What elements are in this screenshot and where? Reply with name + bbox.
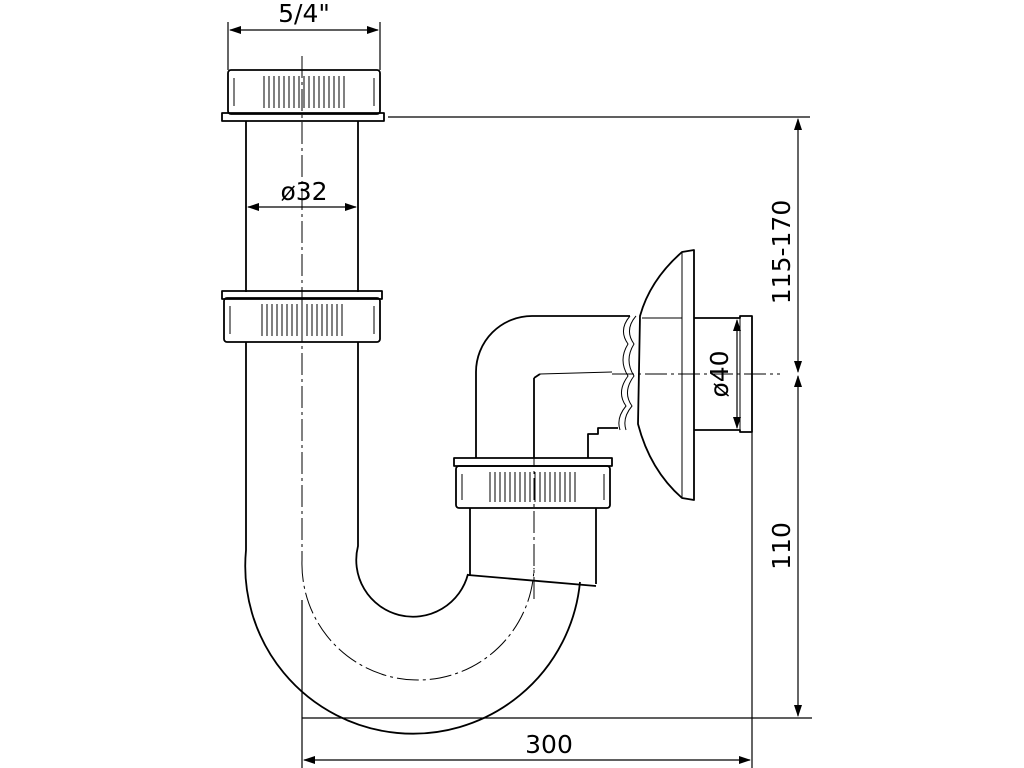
wall-rosette xyxy=(637,249,695,501)
pipe-diameter-label: ø32 xyxy=(280,177,327,206)
top-thread-label: 5/4" xyxy=(278,0,330,28)
dimension-top-thread xyxy=(227,22,381,70)
dimension-extension-lines xyxy=(301,116,812,768)
height-range-label: 115-170 xyxy=(767,200,796,304)
riser-threaded-nut xyxy=(453,457,613,509)
centre-lines xyxy=(301,56,780,681)
width-label: 300 xyxy=(525,730,573,759)
outlet-height-label: 110 xyxy=(767,522,796,570)
riser-pipe xyxy=(467,508,597,587)
upper-pipe xyxy=(245,121,359,292)
u-bend xyxy=(244,342,581,735)
middle-nut-knurling xyxy=(229,304,375,336)
outlet-diameter-label: ø40 xyxy=(705,350,734,397)
riser-nut-knurling xyxy=(461,472,605,502)
outlet-elbow xyxy=(475,315,637,458)
top-threaded-nut xyxy=(221,69,385,122)
top-nut-knurling xyxy=(233,76,375,108)
